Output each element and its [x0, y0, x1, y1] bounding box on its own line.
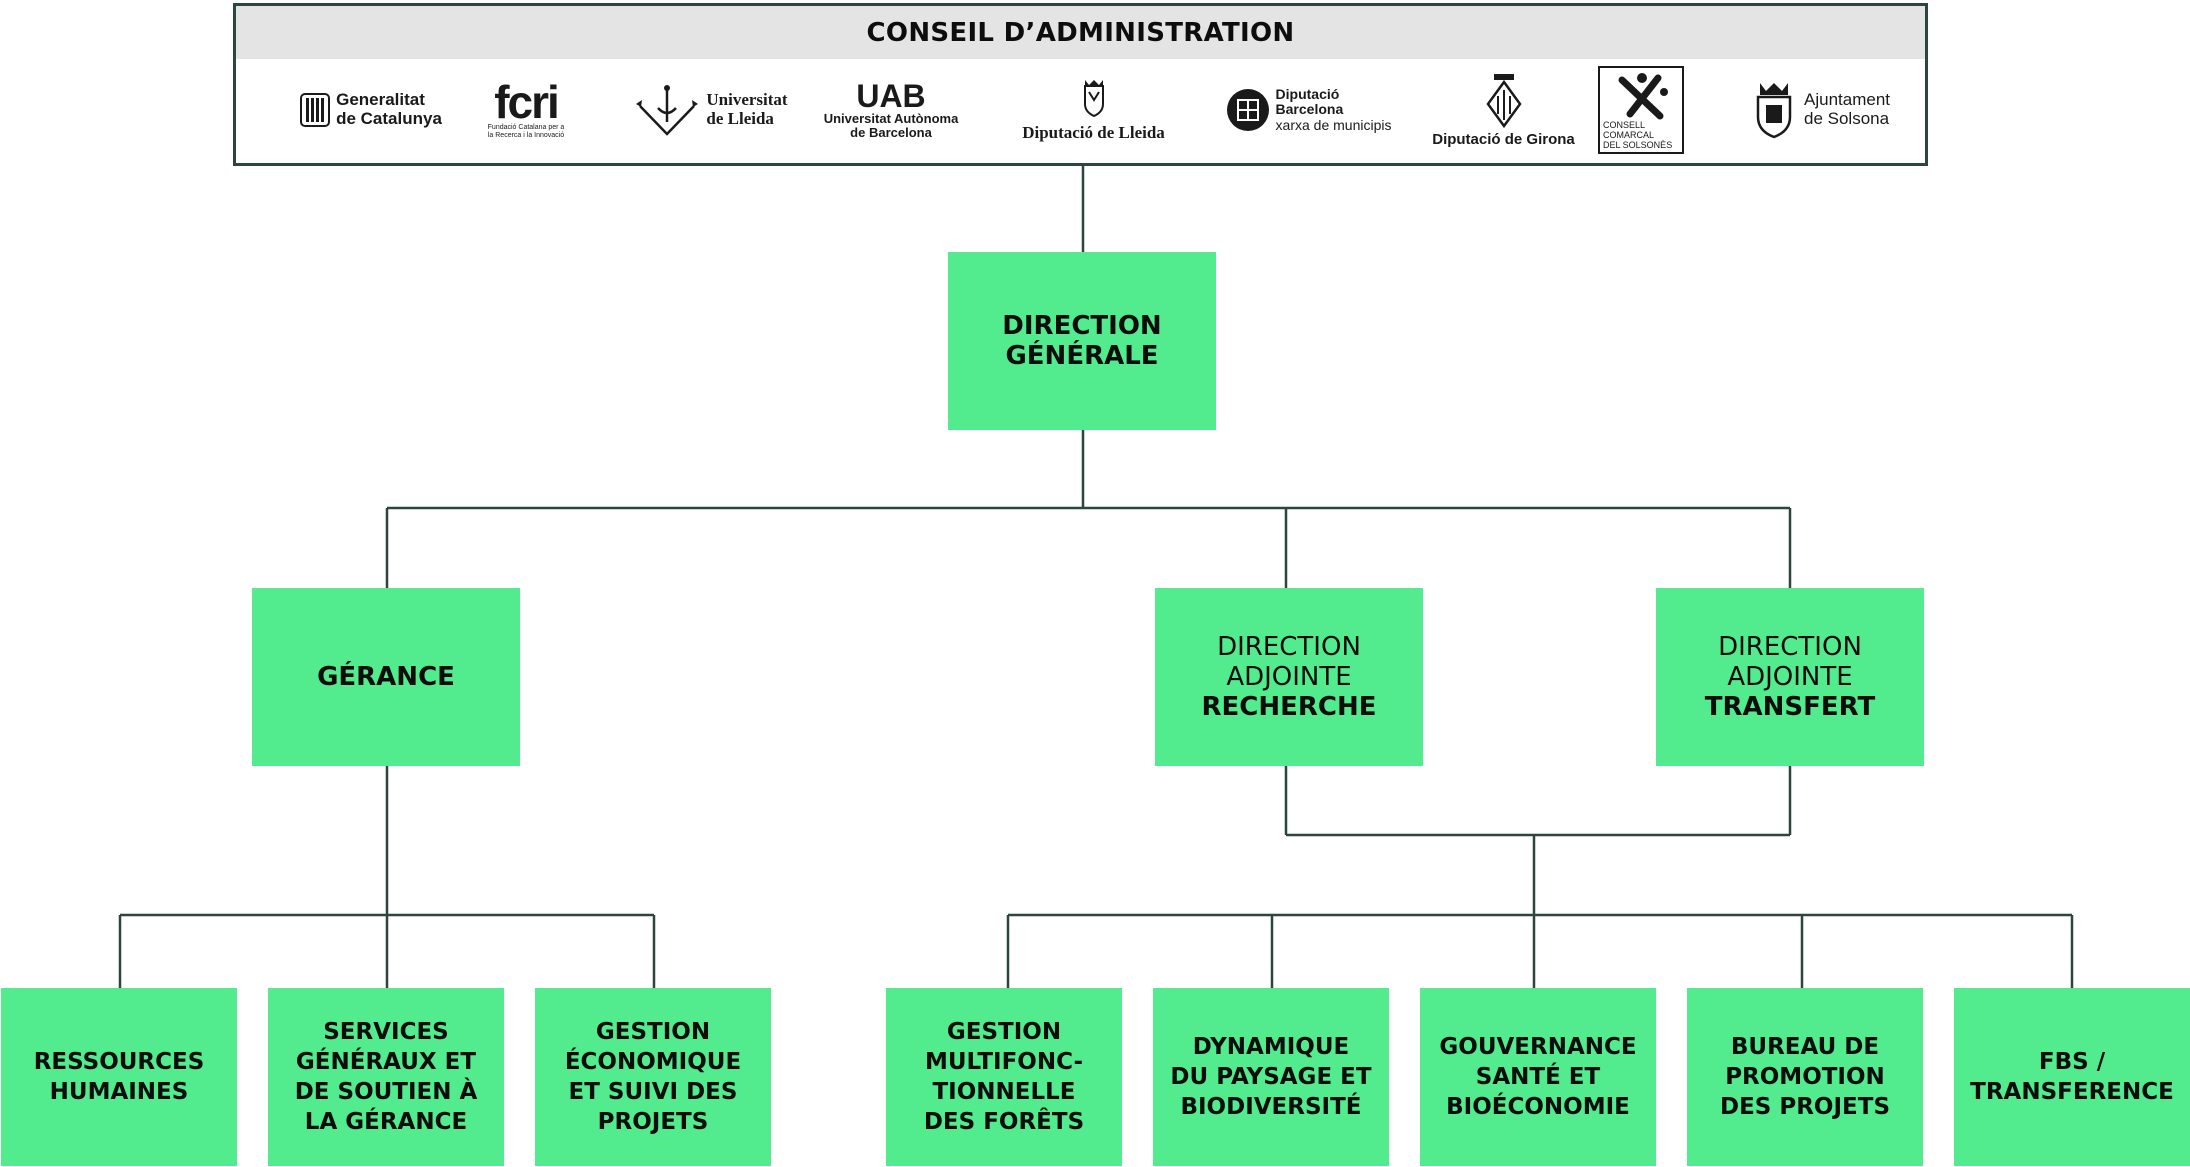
- adjointe-transfert-box: DIRECTION ADJOINTE TRANSFERT: [1656, 588, 1924, 766]
- unit-fbs-transference: FBS / TRANSFERENCE: [1954, 988, 2190, 1166]
- fcri-logo: fcri Fundació Catalana per a la Recerca …: [481, 64, 571, 156]
- unit-gestion-forets: GESTION MULTIFONC- TIONNELLE DES FORÊTS: [886, 988, 1122, 1166]
- fcri-wordmark: fcri: [494, 76, 560, 129]
- consell-comarcal-logo: CONSELL COMARCAL DEL SOLSONÈS: [1596, 64, 1686, 156]
- ajuntament-solsona-logo: Ajuntament de Solsona: [1746, 64, 1896, 156]
- logo-line: Diputació de Girona: [1432, 130, 1575, 148]
- box-line: FBS /: [2038, 1049, 2106, 1075]
- box-line: BIODIVERSITÉ: [1180, 1094, 1362, 1120]
- diputacio-lleida-logo: Diputació de Lleida: [1006, 64, 1181, 156]
- box-line: TIONNELLE: [932, 1079, 1076, 1105]
- box-line: PROJETS: [597, 1109, 709, 1135]
- logo-line: Fundació Catalana per a: [487, 124, 565, 132]
- logo-line: de Catalunya: [336, 109, 442, 128]
- unit-services-generaux: SERVICES GÉNÉRAUX ET DE SOUTIEN À LA GÉR…: [268, 988, 504, 1166]
- box-line: SERVICES: [323, 1019, 449, 1045]
- logo-line: COMARCAL: [1603, 130, 1655, 140]
- udl-emblem-icon: [636, 85, 699, 136]
- logo-line: Barcelona: [1275, 101, 1344, 118]
- logo-line: Generalitat: [336, 90, 425, 110]
- box-line: BUREAU DE: [1730, 1034, 1880, 1060]
- logo-line: Ajuntament: [1804, 90, 1890, 110]
- box-line: DIRECTION: [1002, 311, 1162, 341]
- logo-line: de Solsona: [1804, 109, 1890, 128]
- logo-line: Universitat: [706, 90, 788, 110]
- logo-line: CONSELL: [1603, 120, 1646, 130]
- box-line: GOUVERNANCE: [1439, 1034, 1637, 1060]
- box-line: GÉRANCE: [317, 662, 455, 692]
- adjointe-recherche-box: DIRECTION ADJOINTE RECHERCHE: [1155, 588, 1423, 766]
- logo-line: Diputació: [1275, 85, 1340, 102]
- box-line: DIRECTION: [1718, 632, 1862, 662]
- unit-dynamique-paysage: DYNAMIQUE DU PAYSAGE ET BIODIVERSITÉ: [1153, 988, 1389, 1166]
- box-line: BIOÉCONOMIE: [1446, 1094, 1630, 1120]
- box-line: DE SOUTIEN À: [294, 1079, 478, 1105]
- lleida-crest-icon: [1083, 79, 1104, 117]
- box-line: DIRECTION: [1217, 632, 1361, 662]
- box-line: HUMAINES: [49, 1079, 189, 1105]
- generalitat-logo: Generalitat de Catalunya: [286, 64, 456, 156]
- box-line: ADJOINTE: [1727, 662, 1853, 692]
- box-line: ET SUIVI DES: [568, 1079, 738, 1105]
- box-line: TRANSFERENCE: [1970, 1079, 2174, 1105]
- box-line: ÉCONOMIQUE: [564, 1049, 742, 1075]
- logo-line: la Recerca i la Innovació: [487, 132, 565, 139]
- girona-crest-icon: [1485, 73, 1522, 128]
- box-line: DES FORÊTS: [923, 1109, 1085, 1135]
- uab-wordmark: UAB: [856, 77, 926, 114]
- direction-generale-box: DIRECTION GÉNÉRALE: [948, 252, 1216, 430]
- logo-line: Diputació de Lleida: [1022, 122, 1165, 142]
- barcelona-seal-icon: [1226, 89, 1269, 131]
- diputacio-girona-logo: Diputació de Girona: [1416, 64, 1591, 156]
- box-line: ADJOINTE: [1226, 662, 1352, 692]
- box-line: DYNAMIQUE: [1192, 1034, 1350, 1060]
- logo-line: DEL SOLSONÈS: [1603, 140, 1673, 150]
- unit-ressources-humaines: RESSOURCES HUMAINES: [1, 988, 237, 1166]
- box-line: SANTÉ ET: [1475, 1064, 1601, 1090]
- box-line: PROMOTION: [1725, 1064, 1885, 1090]
- box-line: RESSOURCES: [33, 1049, 205, 1075]
- logo-line: xarxa de municipis: [1275, 116, 1392, 133]
- logo-line: de Barcelona: [850, 125, 932, 140]
- solsona-crest-icon: [1756, 83, 1792, 139]
- unit-gestion-economique: GESTION ÉCONOMIQUE ET SUIVI DES PROJETS: [535, 988, 771, 1166]
- box-line: GÉNÉRAUX ET: [295, 1049, 477, 1075]
- gerance-box: GÉRANCE: [252, 588, 520, 766]
- consell-figure-icon: [1618, 73, 1668, 120]
- box-line: DU PAYSAGE ET: [1170, 1064, 1372, 1090]
- box-line: GESTION: [595, 1019, 711, 1045]
- unit-bureau-promotion: BUREAU DE PROMOTION DES PROJETS: [1687, 988, 1923, 1166]
- udl-logo: Universitat de Lleida: [626, 64, 796, 156]
- box-line: GESTION: [946, 1019, 1062, 1045]
- board-title: CONSEIL D’ADMINISTRATION: [236, 6, 1925, 59]
- generalitat-emblem-icon: [300, 93, 331, 127]
- diputacio-barcelona-logo: Diputació Barcelona xarxa de municipis: [1216, 64, 1401, 156]
- box-line: LA GÉRANCE: [304, 1109, 468, 1135]
- box-line: DES PROJETS: [1719, 1094, 1891, 1120]
- board-of-directors: CONSEIL D’ADMINISTRATION Generalitat de …: [233, 3, 1928, 166]
- box-line: TRANSFERT: [1704, 692, 1876, 722]
- box-line: GÉNÉRALE: [1005, 341, 1159, 371]
- box-line: MULTIFONC-: [924, 1049, 1084, 1075]
- logo-line: Universitat Autònoma: [823, 110, 959, 126]
- uab-logo: UAB Universitat Autònoma de Barcelona: [816, 64, 966, 156]
- unit-gouvernance-sante: GOUVERNANCE SANTÉ ET BIOÉCONOMIE: [1420, 988, 1656, 1166]
- logo-line: de Lleida: [706, 109, 774, 128]
- box-line: RECHERCHE: [1201, 692, 1377, 722]
